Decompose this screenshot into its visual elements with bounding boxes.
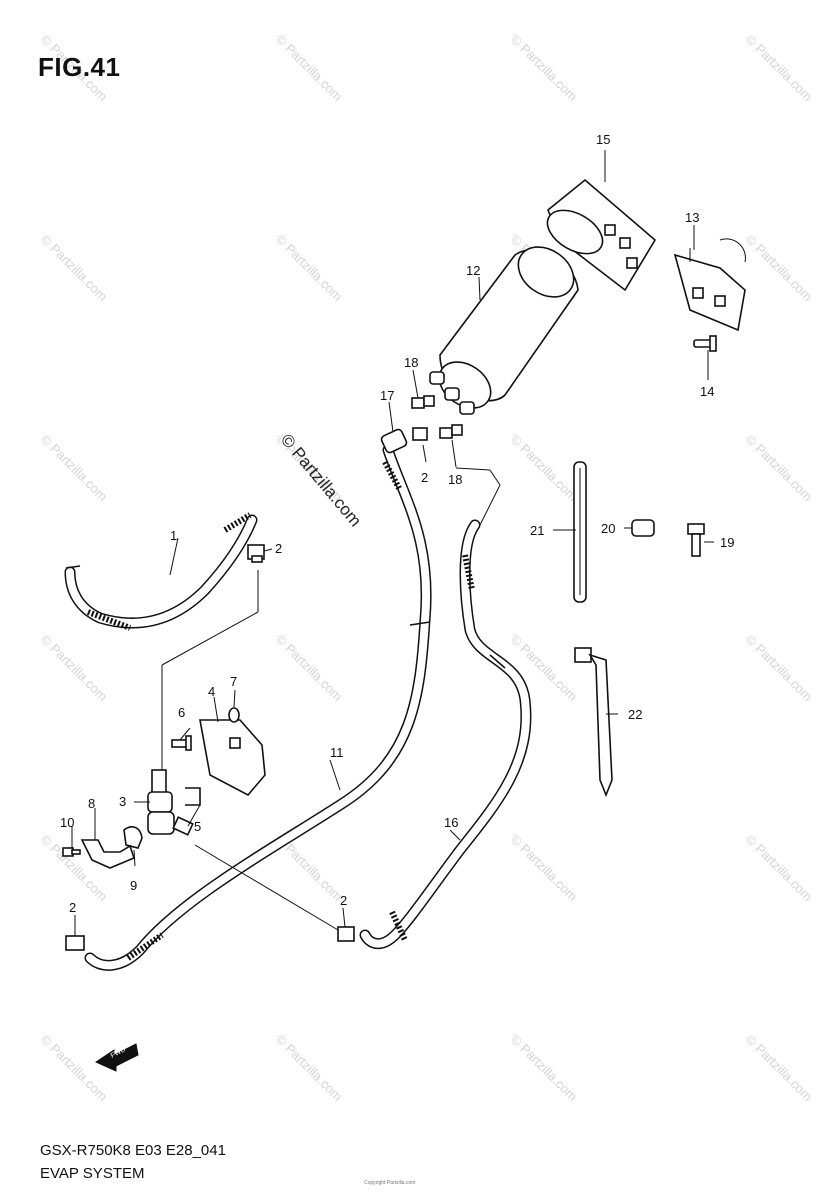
part-bolt-19[interactable] [687,523,705,557]
model-code: GSX-R750K8 E03 E28_041 [40,1142,226,1159]
leader-lines [71,150,714,936]
callout-14[interactable]: 14 [700,384,714,399]
callout-20[interactable]: 20 [601,521,615,536]
part-hose-1[interactable] [64,512,258,631]
watermark-text: © Partzilla.com [273,32,346,105]
part-clamp-9[interactable] [123,826,143,849]
part-joint-17[interactable] [380,428,408,454]
callout-8[interactable]: 8 [88,796,95,811]
callout-18-lower[interactable]: 18 [448,472,462,487]
watermark-text: © Partzilla.com [743,32,816,105]
watermark-text: © Partzilla.com [38,432,111,505]
watermark-center: © Partzilla.com [277,430,365,530]
part-cap-18-upper[interactable] [411,395,435,409]
callout-2-canister[interactable]: 2 [421,470,428,485]
part-bracket-4[interactable] [199,719,266,797]
callout-21[interactable]: 21 [530,523,544,538]
part-bracket-8[interactable] [80,839,135,869]
watermark-text: © Partzilla.com [38,1032,111,1105]
part-screw-10[interactable] [62,847,81,857]
part-cap-18-lower[interactable] [439,424,463,439]
part-clamp-2-canister[interactable] [412,427,428,441]
part-strap-21[interactable] [573,461,587,603]
part-clamp-2-lower-middle[interactable] [337,926,355,942]
part-bolt-14[interactable] [693,335,717,352]
part-nut-20[interactable] [631,519,655,537]
callout-9[interactable]: 9 [130,878,137,893]
watermark-text: © Partzilla.com [273,632,346,705]
part-canister-bracket-15[interactable] [540,178,657,292]
part-clamp-5[interactable] [185,787,201,806]
callout-4[interactable]: 4 [208,684,215,699]
watermark-text: © Partzilla.com [508,832,581,905]
callout-10[interactable]: 10 [60,815,74,830]
callout-13[interactable]: 13 [685,210,699,225]
callout-12[interactable]: 12 [466,263,480,278]
callout-18-upper[interactable]: 18 [404,355,418,370]
callout-16[interactable]: 16 [444,815,458,830]
callout-22[interactable]: 22 [628,707,642,722]
watermark-text: © Partzilla.com [38,632,111,705]
callout-1[interactable]: 1 [170,528,177,543]
callout-11[interactable]: 11 [330,745,344,760]
watermark-text: © Partzilla.com [743,1032,816,1105]
callout-2-upper[interactable]: 2 [275,541,282,556]
figure-title: FIG.41 [38,52,121,82]
part-valve-3[interactable] [147,769,194,836]
watermark-text: © Partzilla.com [508,1032,581,1105]
callout-numbers: 1 2 2 2 2 3 4 5 6 7 8 9 10 11 12 13 14 1… [60,132,734,915]
callout-2-lower-left[interactable]: 2 [69,900,76,915]
system-name: EVAP SYSTEM [40,1165,145,1182]
callout-19[interactable]: 19 [720,535,734,550]
part-clamp-2-upper[interactable] [247,544,265,563]
watermark-text: © Partzilla.com [743,432,816,505]
callout-3[interactable]: 3 [119,794,126,809]
callout-17[interactable]: 17 [380,388,394,403]
part-nut-7[interactable] [228,707,240,723]
callout-7[interactable]: 7 [230,674,237,689]
part-hose-16[interactable] [359,519,532,950]
callout-2-lower-middle[interactable]: 2 [340,893,347,908]
watermark-text: © Partzilla.com [508,32,581,105]
part-bracket-13[interactable] [673,238,746,332]
watermark-text: © Partzilla.com [743,632,816,705]
part-hose-11[interactable] [84,444,432,971]
callout-6[interactable]: 6 [178,705,185,720]
watermark-text: © Partzilla.com [508,432,581,505]
part-clamp-2-lower-left[interactable] [65,935,85,951]
watermark-text: © Partzilla.com [743,232,816,305]
callout-5[interactable]: 5 [194,819,201,834]
watermark-text: © Partzilla.com [743,832,816,905]
part-tie-22[interactable] [574,647,613,798]
watermark-text: © Partzilla.com [38,232,111,305]
watermark-text: © Partzilla.com [273,232,346,305]
forward-arrow-icon: FWD [94,1043,139,1072]
callout-15[interactable]: 15 [596,132,610,147]
part-canister-12[interactable] [429,237,583,418]
copyright-line: Copyright Partzilla.com [364,1180,416,1186]
watermark-text: © Partzilla.com [273,1032,346,1105]
